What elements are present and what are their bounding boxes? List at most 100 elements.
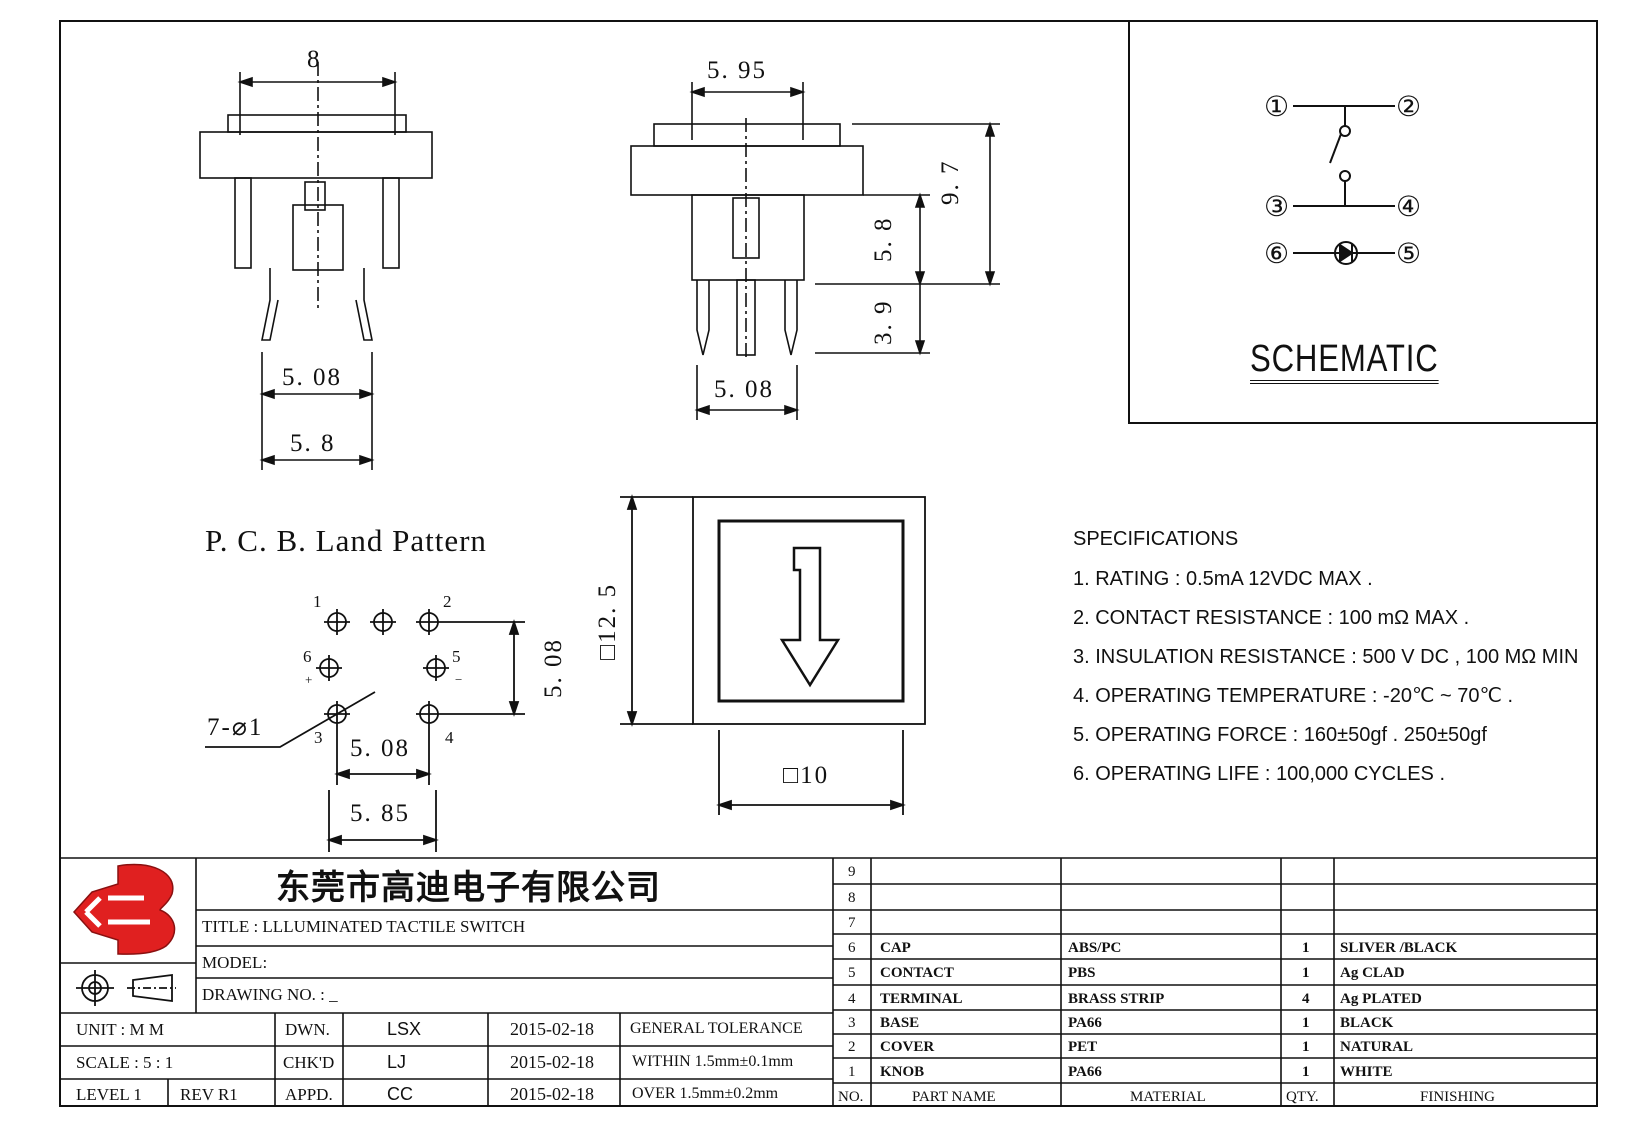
- dim-pcb-outer: 5. 85: [350, 800, 410, 827]
- dim-top-pin-pitch: 5. 08: [282, 364, 342, 391]
- spec-item: 2. CONTACT RESISTANCE : 100 mΩ MAX .: [1073, 607, 1470, 629]
- bom-no-cell: 2: [848, 1039, 856, 1055]
- pcb-pin-5: 5: [452, 647, 461, 666]
- pcb-pin-3: 3: [314, 728, 323, 747]
- specifications-heading: SPECIFICATIONS: [1073, 528, 1239, 550]
- appd-label: APPD.: [285, 1085, 333, 1104]
- bom-header-material: MATERIAL: [1130, 1089, 1206, 1105]
- bom-part-cell: COVER: [880, 1039, 935, 1055]
- pcb-hole-icon: [316, 655, 342, 681]
- bom-finishing-cell: WHITE: [1340, 1064, 1393, 1080]
- spec-item: 1. RATING : 0.5mA 12VDC MAX .: [1073, 568, 1373, 590]
- schematic-box: [1128, 20, 1598, 424]
- bom-material-cell: PA66: [1068, 1015, 1102, 1031]
- dim-side-height-pins: 3. 9: [870, 299, 897, 346]
- schematic-title: SCHEMATIC: [1250, 338, 1439, 384]
- bom-no-cell: 5: [848, 965, 856, 981]
- spec-item: 4. OPERATING TEMPERATURE : -20℃ ~ 70℃ .: [1073, 685, 1514, 707]
- chkd-date: 2015-02-18: [510, 1052, 594, 1072]
- bom-finishing-cell: NATURAL: [1340, 1039, 1414, 1055]
- schematic-diagram: [1293, 105, 1395, 265]
- dim-pcb-inner: 5. 08: [350, 735, 410, 762]
- company-logo-icon: [72, 863, 176, 955]
- bom-header-no: NO.: [838, 1089, 864, 1105]
- pcb-hole-icon: [423, 655, 449, 681]
- bom-finishing-cell: BLACK: [1340, 1015, 1394, 1031]
- dim-front-height: □12. 5: [594, 582, 621, 660]
- pcb-pin-1: 1: [313, 592, 322, 611]
- bom-qty-cell: 1: [1302, 1015, 1310, 1031]
- front-view-drawing: [620, 494, 926, 815]
- bom-no-cell: 9: [848, 864, 856, 880]
- dim-top-width: 8: [307, 46, 322, 73]
- bom-material-cell: ABS/PC: [1068, 940, 1122, 956]
- dim-pcb-vertical: 5. 08: [540, 638, 567, 698]
- bom-material-cell: PET: [1068, 1039, 1098, 1055]
- arrow-down-icon: [779, 546, 841, 688]
- pcb-hole-icon: [370, 609, 396, 635]
- pcb-minus-sign: −: [455, 672, 463, 687]
- bom-header-qty: QTY.: [1286, 1089, 1319, 1105]
- bom-qty-cell: 1: [1302, 940, 1310, 956]
- company-name: 东莞市高迪电子有限公司: [276, 868, 661, 908]
- pcb-land-pattern: [205, 609, 525, 852]
- pcb-hole-icon: [324, 609, 350, 635]
- pcb-hole-icon: [416, 609, 442, 635]
- schematic-pin-1: ①: [1264, 92, 1290, 123]
- specifications: SPECIFICATIONS 1. RATING : 0.5mA 12VDC M…: [1073, 520, 1578, 794]
- led-icon: [1334, 241, 1358, 265]
- bom-finishing-cell: Ag PLATED: [1340, 991, 1422, 1007]
- pcb-pin-4: 4: [445, 728, 454, 747]
- bom-no-cell: 4: [848, 991, 856, 1007]
- bom-finishing-cell: Ag CLAD: [1340, 965, 1405, 981]
- scale-label: SCALE : 5 : 1: [76, 1053, 174, 1072]
- tolerance-within: WITHIN 1.5mm±0.1mm: [632, 1053, 794, 1070]
- unit-label: UNIT : M M: [76, 1020, 164, 1039]
- first-angle-projection-icon: [76, 970, 176, 1006]
- bom-qty-cell: 4: [1302, 991, 1310, 1007]
- drawing-title: TITLE : LLLUMINATED TACTILE SWITCH: [202, 917, 526, 936]
- pcb-pin-2: 2: [443, 592, 452, 611]
- dim-front-width: □10: [783, 762, 830, 789]
- side-view-drawing: [630, 82, 1000, 420]
- bom-material-cell: PA66: [1068, 1064, 1102, 1080]
- pcb-hole-icon: [416, 701, 442, 727]
- bom-part-cell: BASE: [880, 1015, 920, 1031]
- bom-qty-cell: 1: [1302, 1039, 1310, 1055]
- spec-item: 6. OPERATING LIFE : 100,000 CYCLES .: [1073, 763, 1446, 785]
- bom-qty-cell: 1: [1302, 965, 1310, 981]
- dim-side-width: 5. 95: [707, 57, 767, 84]
- bom-header-part: PART NAME: [912, 1089, 996, 1105]
- dwn-date: 2015-02-18: [510, 1019, 594, 1039]
- level-label: LEVEL 1: [76, 1085, 142, 1104]
- bom-part-cell: TERMINAL: [880, 991, 963, 1007]
- dim-pcb-holes: 7-⌀1: [207, 714, 264, 741]
- schematic-pin-4: ④: [1396, 192, 1422, 223]
- appd-name: CC: [387, 1084, 413, 1104]
- rev-label: REV R1: [180, 1085, 238, 1104]
- tolerance-over: OVER 1.5mm±0.2mm: [632, 1085, 779, 1102]
- bom-no-cell: 8: [848, 890, 856, 906]
- general-tolerance: GENERAL TOLERANCE: [630, 1020, 803, 1037]
- schematic-pin-3: ③: [1264, 192, 1290, 223]
- chkd-name: LJ: [387, 1052, 407, 1072]
- bom-no-cell: 7: [848, 915, 856, 931]
- dim-top-body: 5. 8: [290, 430, 336, 457]
- bom-material-cell: PBS: [1068, 965, 1096, 981]
- dim-side-pin-pitch: 5. 08: [714, 376, 774, 403]
- pcb-land-pattern-title: P. C. B. Land Pattern: [205, 523, 487, 558]
- chkd-label: CHK'D: [283, 1053, 335, 1072]
- title-block-grid: [60, 857, 1597, 1106]
- bom-part-cell: CAP: [880, 940, 911, 956]
- bom-qty-cell: 1: [1302, 1064, 1310, 1080]
- spec-item: 3. INSULATION RESISTANCE : 500 V DC , 10…: [1073, 646, 1579, 668]
- model-label: MODEL:: [202, 953, 268, 972]
- dwn-label: DWN.: [285, 1020, 330, 1039]
- spec-item: 5. OPERATING FORCE : 160±50gf . 250±50gf: [1073, 724, 1487, 746]
- appd-date: 2015-02-18: [510, 1084, 594, 1104]
- pcb-plus-sign: +: [305, 672, 313, 687]
- bom-finishing-cell: SLIVER /BLACK: [1340, 940, 1458, 956]
- bom-header-finishing: FINISHING: [1420, 1089, 1495, 1105]
- bom-material-cell: BRASS STRIP: [1068, 991, 1165, 1007]
